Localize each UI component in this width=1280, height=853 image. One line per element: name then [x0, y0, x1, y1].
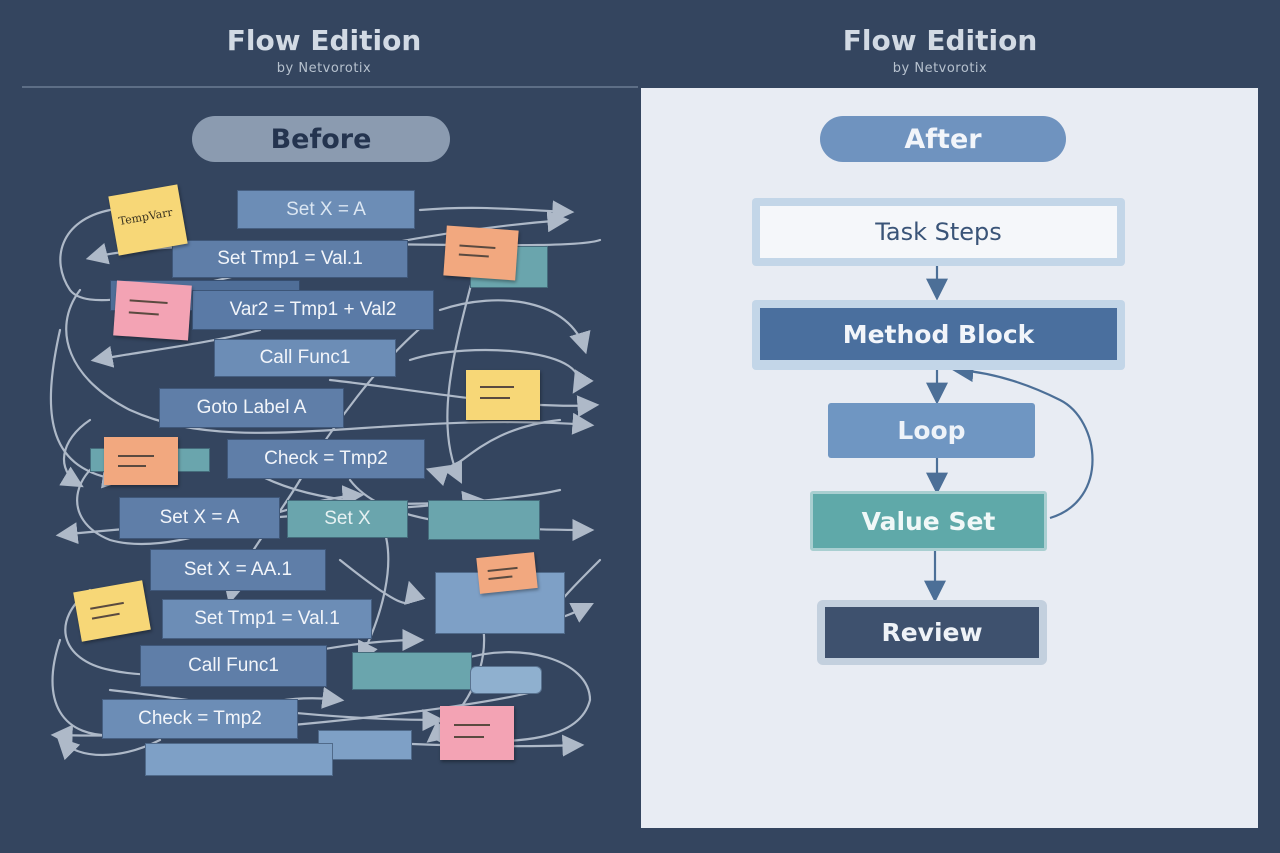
flow-block-deco — [470, 666, 542, 694]
sticky-note — [466, 370, 540, 420]
left-brand-subtitle: by Netvorotix — [276, 61, 372, 76]
flow-block-deco — [428, 500, 540, 540]
flow-block: Set Tmp1 = Val.1 — [172, 240, 408, 278]
review-box: Review — [825, 607, 1039, 658]
header-divider — [22, 86, 638, 88]
flow-block: Set Tmp1 = Val.1 — [162, 599, 372, 639]
method-block-box: Method Block — [760, 308, 1117, 360]
after-label: After — [820, 116, 1066, 162]
flow-block: Call Func1 — [140, 645, 327, 687]
flow-block-deco — [352, 652, 472, 690]
flow-step-frame: Task Steps — [752, 198, 1125, 266]
flow-block: Check = Tmp2 — [102, 699, 298, 739]
left-brand-title: Flow Edition — [226, 24, 422, 57]
flow-block: Set X — [287, 500, 408, 538]
flow-step-frame: Method Block — [752, 300, 1125, 370]
loop-box: Loop — [828, 403, 1035, 458]
flow-block-deco — [318, 730, 412, 760]
flow-block: Set X = AA.1 — [150, 549, 326, 591]
task-steps-box: Task Steps — [760, 206, 1117, 258]
sticky-note — [104, 437, 178, 485]
sticky-note — [440, 706, 514, 760]
before-label: Before — [192, 116, 450, 162]
flow-block-deco — [145, 743, 333, 776]
flow-block: Goto Label A — [159, 388, 344, 428]
flow-step-frame: Review — [817, 600, 1047, 665]
flow-block: Var2 = Tmp1 + Val2 — [192, 290, 434, 330]
flow-block: Check = Tmp2 — [227, 439, 425, 479]
right-brand-title: Flow Edition — [842, 24, 1038, 57]
right-brand-subtitle: by Netvorotix — [892, 61, 988, 76]
value-set-box: Value Set — [810, 491, 1047, 551]
flow-block: Call Func1 — [214, 339, 396, 377]
flow-block: Set X = A — [237, 190, 415, 229]
flow-block: Set X = A — [119, 497, 280, 539]
